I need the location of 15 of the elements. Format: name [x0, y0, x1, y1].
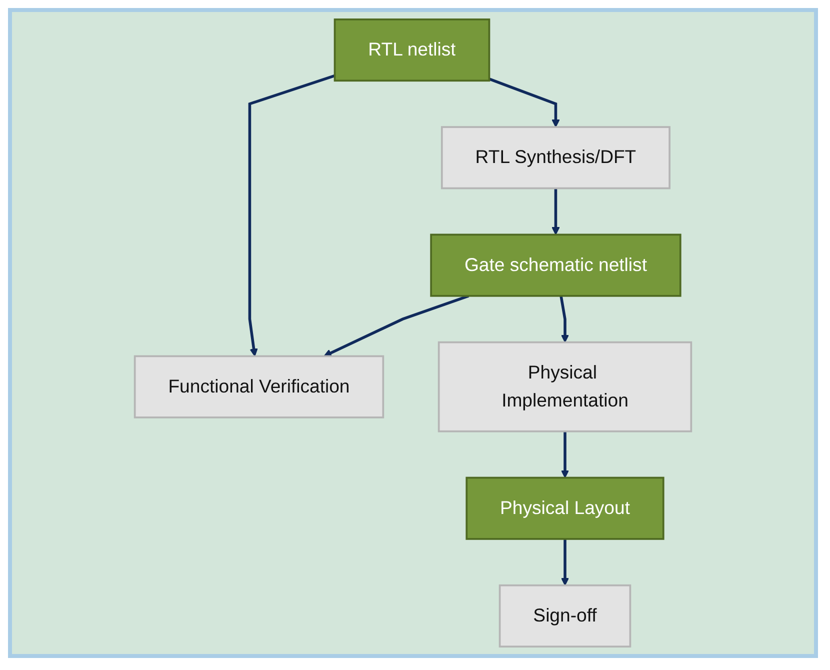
node-box [498, 584, 632, 648]
node-box [440, 126, 670, 190]
arrow [248, 74, 336, 357]
arrow [324, 294, 470, 357]
arrow [552, 188, 560, 236]
arrow [488, 78, 560, 128]
arrow [560, 296, 570, 343]
node-box [438, 341, 692, 432]
arrow [560, 431, 570, 478]
diagram-background: RTL netlist RTL Synthesis/DFT Functional Verification Gate schematic netlist Physical Implementation Physical Layout Sign-off [8, 8, 818, 658]
node-box [430, 234, 682, 297]
node-box [134, 355, 384, 418]
arrow [560, 538, 570, 586]
node-box [334, 18, 490, 82]
node-box [466, 476, 664, 540]
